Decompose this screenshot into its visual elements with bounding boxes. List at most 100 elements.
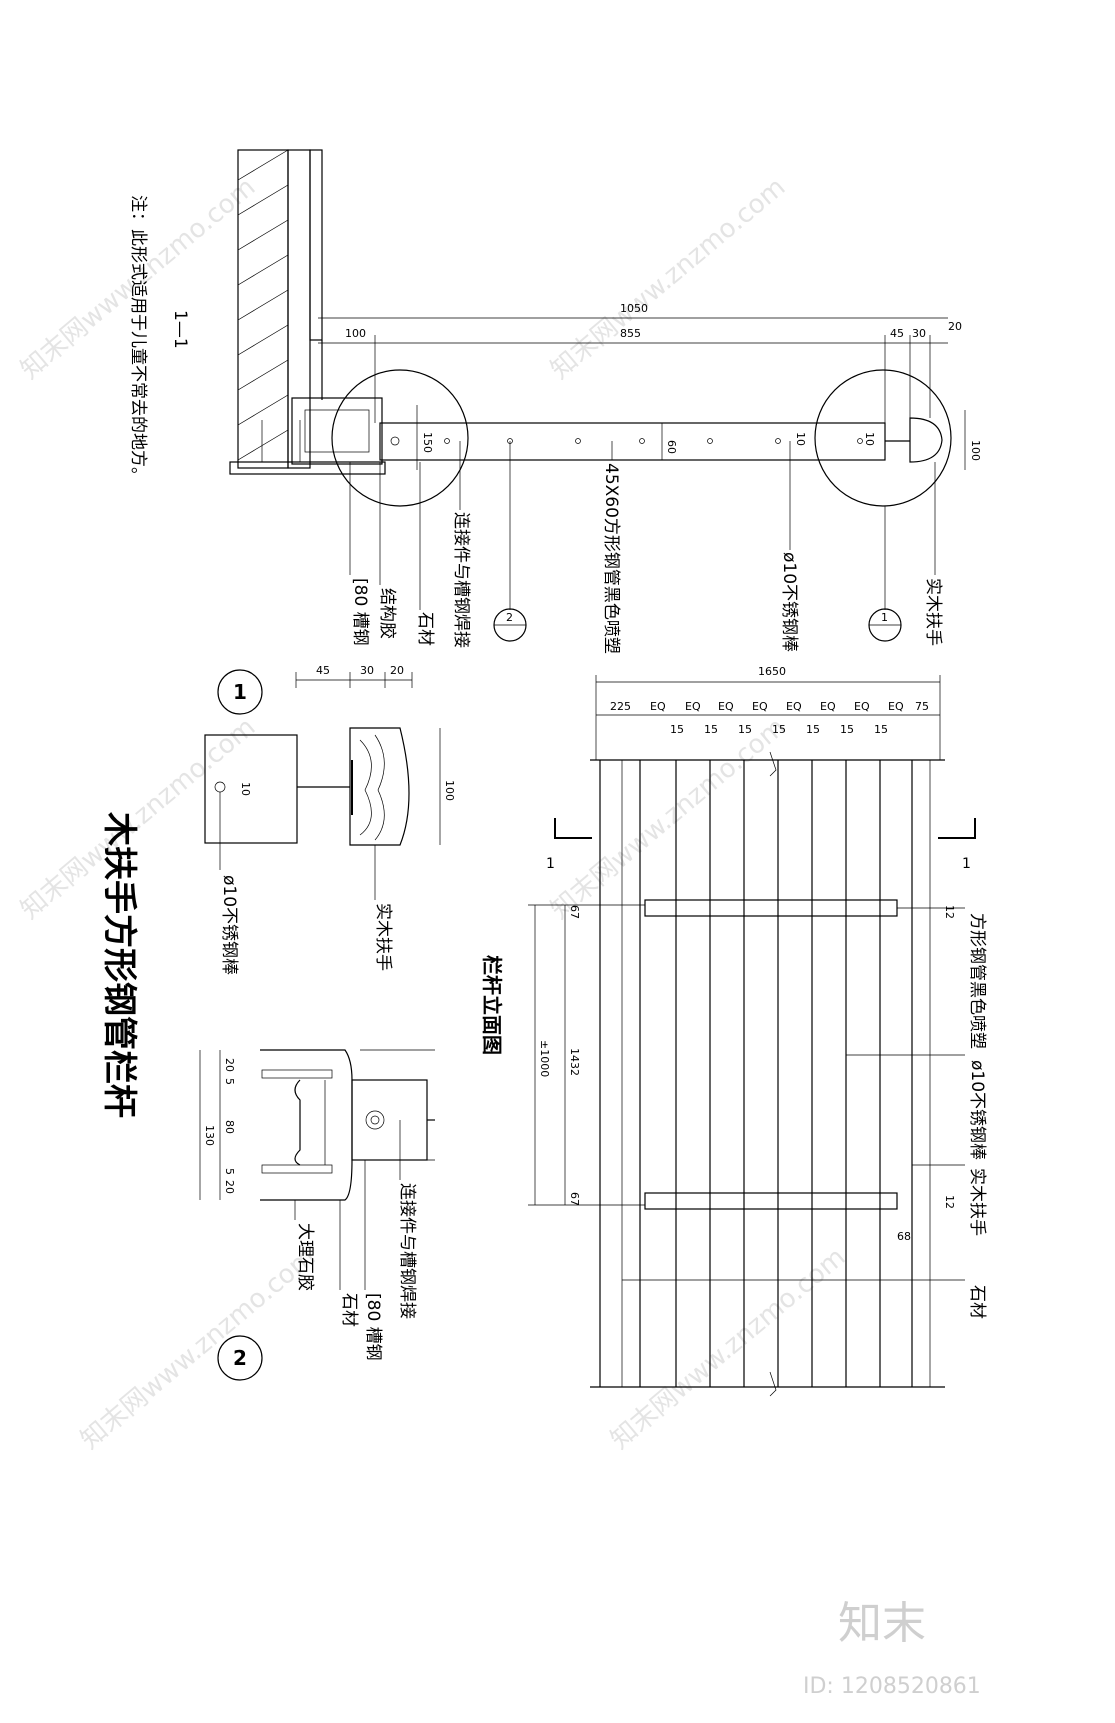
elev-label-rod: ø10不锈钢棒	[967, 1060, 987, 1160]
dim-15-6: 15	[840, 723, 854, 736]
elevation: 栏杆立面图 1 1 1650 225 EQ EQ EQ EQ EQ EQ EQ …	[480, 665, 987, 1397]
callout-1-top: 1	[881, 611, 888, 624]
detail-circle-2	[331, 369, 469, 507]
dim-5-bottom: 5	[223, 1168, 236, 1175]
elevation-title: 栏杆立面图	[480, 955, 504, 1055]
section-cut-right: 1	[962, 856, 971, 872]
watermark-text: 知末网www.znzmo.com	[545, 712, 791, 925]
detail-marker-1-num: 1	[233, 680, 247, 704]
detail-circle-1	[814, 369, 952, 507]
dim-75: 75	[915, 700, 929, 713]
dim-20-bottom: 20	[223, 1180, 236, 1194]
note-text: 注：此形式适用于儿童不常去的地方。	[128, 195, 148, 484]
dim-15-2: 15	[704, 723, 718, 736]
dim-1650: 1650	[758, 665, 786, 678]
detail-label-handrail: 实木扶手	[373, 903, 393, 971]
label-handrail: 实木扶手	[923, 578, 943, 646]
elev-label-handrail: 实木扶手	[967, 1168, 987, 1236]
detail-2: 2 130 20 5 80 5 20 连接件与槽钢焊接 [80 槽钢 石材 大理…	[199, 1049, 435, 1381]
dim-225: 225	[610, 700, 631, 713]
dim-68: 68	[897, 1230, 911, 1243]
detail-marker-2	[217, 1335, 263, 1381]
label-channel: [80 槽钢	[350, 578, 370, 646]
dim-eq-6: EQ	[820, 700, 836, 713]
dim-10-detail: 10	[239, 782, 252, 796]
dim-67-bottom: 67	[568, 1192, 581, 1206]
dim-80: 80	[223, 1120, 236, 1134]
watermark-text: 知末网www.znzmo.com	[545, 172, 791, 385]
watermark-text: 知末网www.znzmo.com	[75, 1242, 321, 1455]
dim-15-5: 15	[806, 723, 820, 736]
detail-label-rod: ø10不锈钢棒	[219, 875, 239, 975]
label-steel-tube: 45X60方形钢管黑色喷塑	[601, 463, 621, 654]
dim-20: 20	[948, 320, 962, 333]
wall-hatch	[237, 149, 289, 461]
detail-connector	[351, 1079, 428, 1161]
label-stone: 石材	[415, 612, 435, 646]
dim-12-bottom: 12	[943, 1195, 956, 1209]
floor-stone	[229, 461, 386, 475]
dim-30: 30	[912, 327, 926, 340]
dim-100-detail: 100	[443, 780, 456, 801]
dim-eq-5: EQ	[786, 700, 802, 713]
dim-eq-2: EQ	[685, 700, 701, 713]
callout-2-top: 2	[506, 611, 513, 624]
label-glue: 结构胶	[377, 588, 397, 639]
label-rod: ø10不锈钢棒	[779, 552, 799, 652]
detail2-label-channel: [80 槽钢	[363, 1293, 383, 1361]
dim-60: 60	[665, 440, 678, 454]
square-steel-tube	[379, 422, 886, 461]
dim-1000: ±1000	[538, 1040, 551, 1077]
section-cut-left: 1	[546, 856, 555, 872]
dim-20-top: 20	[223, 1058, 236, 1072]
dim-100: 100	[345, 327, 366, 340]
dim-15-4: 15	[772, 723, 786, 736]
drawing-title: 木扶手方形钢管栏杆	[99, 811, 139, 1118]
detail-stone	[260, 1049, 353, 1201]
dim-5-top: 5	[223, 1078, 236, 1085]
detail-1: 1 45 30 20 100 10 ø10不锈钢棒 实木扶手	[204, 664, 456, 975]
watermark-text: 知末网www.znzmo.com	[605, 1242, 851, 1455]
dim-eq-1: EQ	[650, 700, 666, 713]
dim-130: 130	[203, 1125, 216, 1146]
plaster-layer	[287, 149, 311, 469]
channel-steel	[291, 397, 383, 465]
dim-10-b: 10	[863, 432, 876, 446]
dim-1050: 1050	[620, 302, 648, 315]
detail-handrail-wood	[349, 727, 410, 846]
detail-tube	[204, 734, 298, 844]
detail2-label-connector: 连接件与槽钢焊接	[397, 1183, 417, 1319]
wood-handrail-section	[909, 417, 943, 463]
label-connector: 连接件与槽钢焊接	[451, 512, 471, 648]
dim-45-detail: 45	[316, 664, 330, 677]
finish-layer	[309, 149, 323, 341]
dim-855: 855	[620, 327, 641, 340]
dim-eq-7: EQ	[854, 700, 870, 713]
post-bottom	[644, 1192, 898, 1210]
dim-eq-4: EQ	[752, 700, 768, 713]
dim-45: 45	[890, 327, 904, 340]
detail-marker-1	[217, 669, 263, 715]
dim-15-7: 15	[874, 723, 888, 736]
elev-label-tube: 方形钢管黑色喷塑	[967, 913, 987, 1049]
dim-1432: 1432	[568, 1048, 581, 1076]
dim-100-right: 100	[969, 440, 982, 461]
brand-logo-text: 知末	[838, 1598, 926, 1649]
section-1-1: 1050 100 855 45 30 20 100 60 150 10 10 实…	[128, 149, 982, 654]
detail2-label-stone: 石材	[339, 1293, 359, 1327]
dim-10: 10	[794, 432, 807, 446]
section-title: 1—1	[170, 310, 190, 349]
elev-label-stone: 石材	[967, 1285, 987, 1319]
id-text: ID: 1208520861	[803, 1674, 981, 1699]
dim-67-top: 67	[568, 905, 581, 919]
detail-marker-2-num: 2	[233, 1346, 247, 1370]
dim-20-detail: 20	[390, 664, 404, 677]
dim-30-detail: 30	[360, 664, 374, 677]
dim-150: 150	[421, 432, 434, 453]
dim-eq-3: EQ	[718, 700, 734, 713]
dim-15-1: 15	[670, 723, 684, 736]
detail2-label-marble-glue: 大理石胶	[295, 1223, 315, 1291]
dim-12-top: 12	[943, 905, 956, 919]
dim-15-3: 15	[738, 723, 752, 736]
